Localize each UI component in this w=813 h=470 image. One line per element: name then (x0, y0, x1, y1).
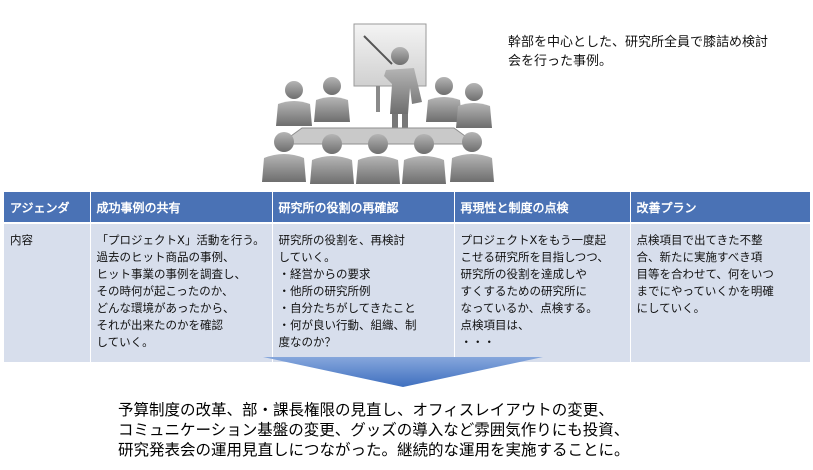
cell-line: なっているか、点検する。 (460, 301, 598, 315)
down-arrow-icon (263, 357, 543, 387)
cell-line: ・経営からの要求 (278, 267, 371, 281)
cell-line: その時何が起こったのか、 (96, 284, 234, 298)
result-line: コミュニケーション基盤の変更、グッズの導入など雰囲気作りにも投資、 (118, 421, 630, 439)
meeting-illustration (262, 23, 494, 184)
cell-line: こせる研究所を目指しつつ、 (460, 250, 609, 264)
cell-line: ・何が良い行動、組織、制 (278, 318, 417, 332)
cell-line: までにやっていくかを明確 (636, 284, 774, 298)
cell-line: 研究所の役割を、再検討 (278, 233, 406, 247)
cell-line: ・他所の研究所例 (278, 284, 371, 298)
cell-line: 度なのか？ (278, 335, 337, 349)
cell-line: していく。 (278, 250, 336, 264)
row-label-content: 内容 (4, 223, 91, 362)
result-line: 予算制度の改革、部・課長権限の見直し、オフィスレイアウトの変更、 (118, 401, 614, 419)
caption-line: 幹部を中心とした、研究所全員で膝詰め検討 (508, 35, 769, 50)
table-row: 内容 「プロジェクトX」活動を行う。 過去のヒット商品の事例、 ヒット事業の事例… (4, 223, 810, 362)
cell-line: にしていく。 (636, 301, 706, 315)
header-agenda: アジェンダ (4, 192, 91, 224)
caption-line: 会を行った事例。 (508, 54, 613, 69)
cell-improvement-plan: 点検項目で出てきた不整 合、新たに実施すべき項 目等を合わせて、何をいつ までに… (630, 223, 810, 362)
cell-line: していく。 (96, 335, 154, 349)
cell-line: 合、新たに実施すべき項 (636, 250, 763, 264)
cell-line: 研究所の役割を達成しや (460, 267, 587, 281)
audience-icon (276, 77, 492, 128)
cell-line: それが出来たのかを確認 (96, 318, 224, 332)
result-summary: 予算制度の改革、部・課長権限の見直し、オフィスレイアウトの変更、 コミュニケーシ… (118, 400, 808, 460)
cell-line: 目等を合わせて、何をいつ (636, 267, 774, 281)
header-role-review: 研究所の役割の再確認 (272, 192, 455, 224)
cell-line: ・・・ (460, 335, 496, 349)
cell-line: ・自分たちがしてきたこと (278, 301, 416, 315)
cell-success-cases: 「プロジェクトX」活動を行う。 過去のヒット商品の事例、 ヒット事業の事例を調査… (90, 223, 273, 362)
header-success-cases: 成功事例の共有 (90, 192, 273, 224)
cell-line: 点検項目は、 (460, 318, 530, 332)
cell-line: どんな環境があったから、 (96, 301, 235, 315)
cell-line: プロジェクトXをもう一度起 (460, 233, 607, 247)
header-reproducibility-check: 再現性と制度の点検 (454, 192, 631, 224)
cell-reproducibility-check: プロジェクトXをもう一度起 こせる研究所を目指しつつ、 研究所の役割を達成しや … (454, 223, 631, 362)
cell-line: 過去のヒット商品の事例、 (96, 250, 235, 264)
front-audience-icon (262, 132, 494, 184)
result-line: 研究発表会の運用見直しにつながった。継続的な運用を実施することに。 (118, 441, 630, 459)
cell-line: ヒット事業の事例を調査し、 (96, 267, 247, 281)
cell-line: 点検項目で出てきた不整 (636, 233, 763, 247)
header-improvement-plan: 改善プラン (630, 192, 810, 224)
agenda-table: アジェンダ 成功事例の共有 研究所の役割の再確認 再現性と制度の点検 改善プラン… (4, 192, 810, 362)
cell-line: すくするための研究所に (460, 284, 588, 298)
cell-line: 「プロジェクトX」活動を行う。 (96, 233, 265, 247)
presenter-icon (363, 35, 422, 128)
table-header-row: アジェンダ 成功事例の共有 研究所の役割の再確認 再現性と制度の点検 改善プラン (4, 192, 810, 224)
case-caption: 幹部を中心とした、研究所全員で膝詰め検討 会を行った事例。 (508, 33, 798, 71)
cell-role-review: 研究所の役割を、再検討 していく。 ・経営からの要求 ・他所の研究所例 ・自分た… (272, 223, 455, 362)
